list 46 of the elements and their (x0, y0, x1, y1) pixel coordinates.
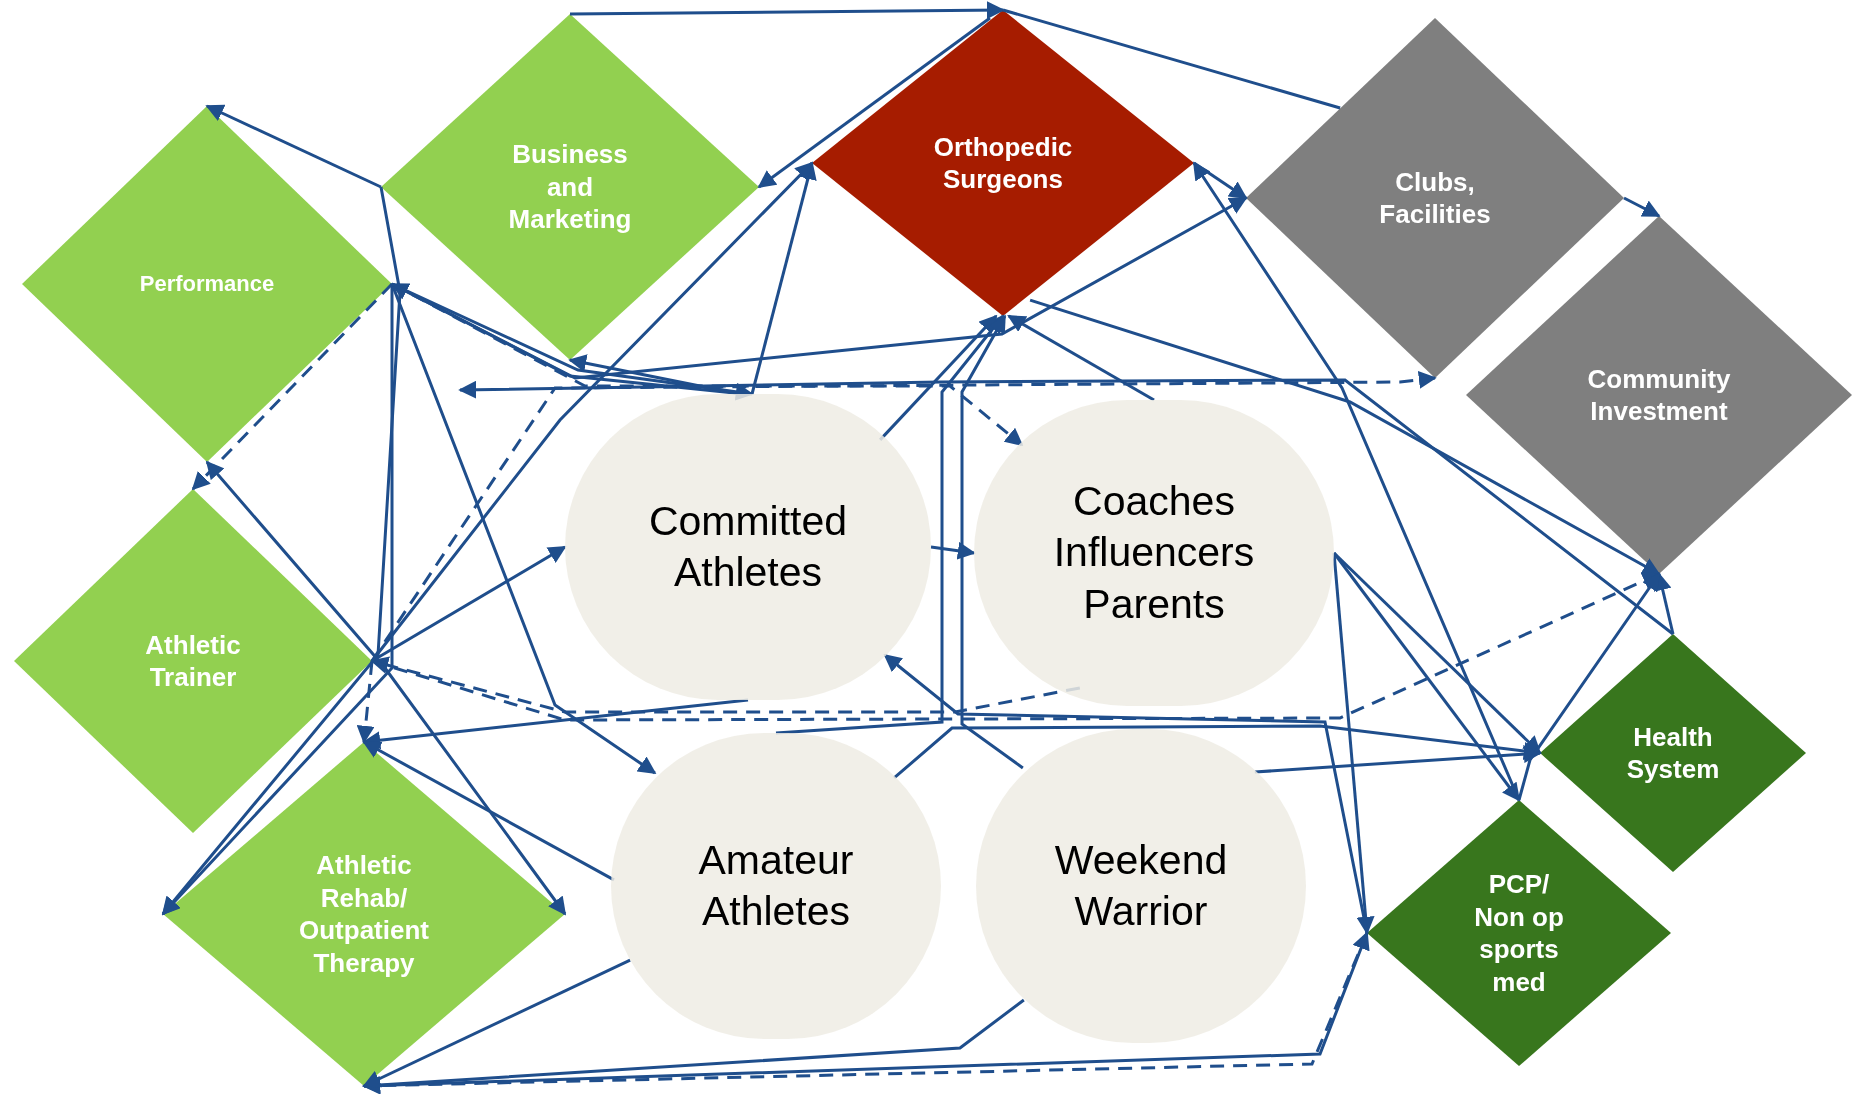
segment-label: Amateur Athletes (697, 835, 855, 936)
segment-label: Coaches Influencers Parents (1052, 477, 1256, 629)
stakeholder-label: Health System (1625, 720, 1721, 786)
arrow (205, 104, 382, 189)
segment-label: Weekend Warrior (1053, 835, 1229, 936)
arrow (1653, 572, 1675, 635)
arrow (458, 378, 1674, 636)
stakeholder-label: Business and Marketing (507, 138, 633, 236)
arrow (1254, 745, 1542, 774)
stakeholder-diamond (812, 10, 1194, 316)
arrow (960, 314, 1024, 770)
arrow (370, 370, 1437, 662)
arrow (205, 460, 567, 916)
stakeholder-diamond (14, 489, 372, 833)
arrow (930, 541, 976, 560)
arrow (161, 284, 394, 916)
arrow (1332, 551, 1542, 755)
stakeholder-diamond (1367, 800, 1671, 1066)
arrow (362, 958, 631, 1088)
stakeholder-label: Clubs, Facilities (1378, 165, 1492, 231)
arrow (362, 698, 749, 750)
arrow (391, 282, 1024, 447)
stakeholder-label: Community Investment (1586, 362, 1732, 428)
arrow (356, 660, 375, 744)
arrow (1517, 572, 1661, 801)
arrow (1623, 196, 1661, 218)
stakeholder-label: Performance (139, 270, 275, 298)
arrow (191, 282, 394, 491)
arrow (362, 998, 1025, 1094)
segment-label: Committed Athletes (647, 496, 849, 597)
arrow (1193, 161, 1248, 200)
arrow (1029, 298, 1661, 576)
arrow (371, 572, 1661, 722)
stakeholder-diamond (22, 106, 392, 462)
arrow (883, 653, 1369, 934)
stakeholder-diamond (163, 742, 565, 1086)
stakeholder-label: Athletic Rehab/ Outpatient Therapy (298, 849, 430, 979)
stakeholder-label: Orthopedic Surgeons (932, 130, 1074, 196)
stakeholder-diamond (1540, 634, 1806, 872)
stakeholder-label: PCP/ Non op sports med (1473, 868, 1565, 998)
arrow (1007, 314, 1155, 402)
stakeholder-label: Athletic Trainer (144, 628, 242, 694)
arrow (775, 314, 1005, 735)
stakeholder-diamond (381, 14, 759, 360)
arrow (570, 1, 1005, 20)
arrow (757, 16, 991, 189)
